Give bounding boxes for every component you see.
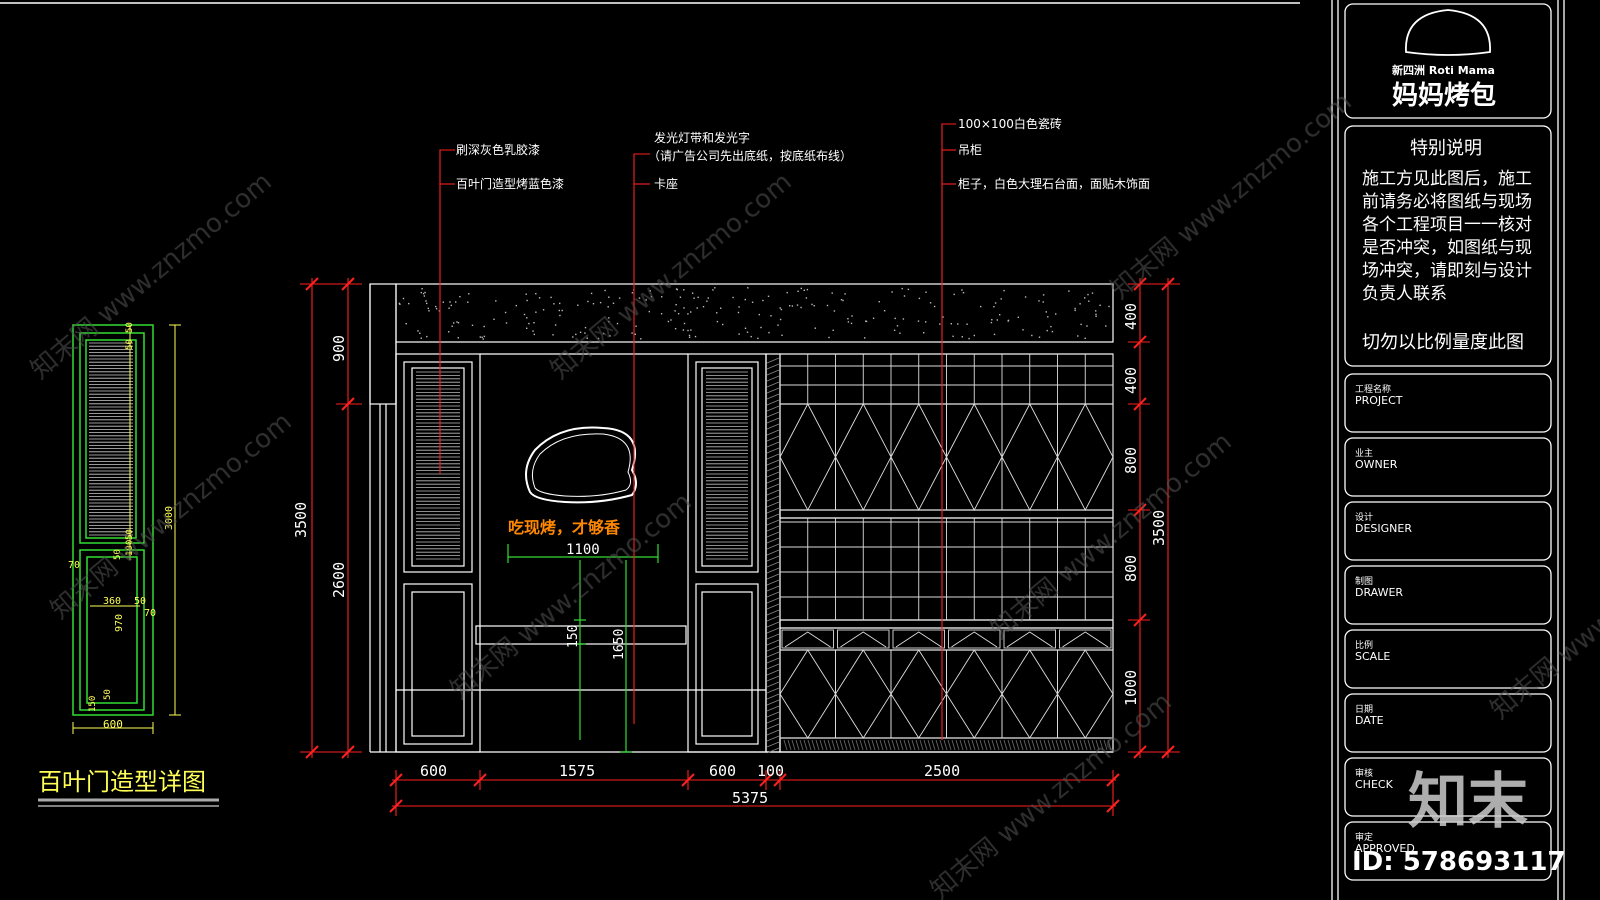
- signage-text: 吃现烤，才够香: [508, 518, 621, 537]
- notes-line: 施工方见此图后，施工: [1362, 169, 1532, 189]
- field-box: [1344, 373, 1552, 433]
- title-block-frame: [1331, 0, 1565, 900]
- notes-line: 各个工程项目一一核对: [1362, 215, 1532, 235]
- door-bottom-a-dim: 150: [88, 696, 98, 712]
- watermark-id: ID: 578693117: [1352, 847, 1566, 877]
- dimension-texts: 900 2600 3500 400 400 800 800 1000 3500 …: [292, 303, 1168, 807]
- field-box: [1344, 629, 1552, 689]
- brand-cn: 妈妈烤包: [1392, 80, 1496, 111]
- field-label-en: DESIGNER: [1355, 522, 1412, 535]
- note-louver-paint: 百叶门造型烤蓝色漆: [456, 176, 564, 191]
- note-ad-company: （请广告公司先出底纸，按底纸布线）: [648, 148, 852, 163]
- notes-line: 场冲突，请即刻与设计: [1362, 261, 1532, 281]
- tile-and-cabinet-grid: [779, 354, 1114, 751]
- annotation-texts: 刷深灰色乳胶漆 百叶门造型烤蓝色漆 发光灯带和发光字 （请广告公司先出底纸，按底…: [456, 116, 1150, 191]
- door-side-b-dim: 70: [144, 608, 156, 619]
- note-tile: 100×100白色瓷砖: [958, 116, 1062, 131]
- dim-right-1000: 1000: [1122, 670, 1140, 706]
- field-label-en: DRAWER: [1355, 586, 1403, 599]
- dimension-lines: [300, 277, 1180, 816]
- dim-bottom-600b: 600: [709, 762, 736, 780]
- field-box: [1344, 693, 1552, 753]
- ceiling-speckle-hatch: [398, 287, 1110, 340]
- dim-bottom-1575: 1575: [559, 762, 595, 780]
- dim-left-3500: 3500: [292, 502, 310, 538]
- field-label-en: APPROVED: [1355, 842, 1415, 855]
- notes-line: 是否冲突，如图纸与现: [1362, 238, 1532, 258]
- door-mid-dim: 100: [125, 540, 135, 556]
- field-label-cn: 日期: [1355, 704, 1373, 715]
- field-box: [1344, 757, 1552, 817]
- field-label-cn: 业主: [1355, 447, 1373, 459]
- field-box: [1344, 437, 1552, 497]
- dim-bottom-2500: 2500: [924, 762, 960, 780]
- note-light-strip: 发光灯带和发光字: [654, 130, 750, 145]
- door-top-b-dim: 50: [125, 339, 135, 350]
- sign-height-dim: 1650: [612, 629, 627, 660]
- field-box: [1344, 821, 1552, 881]
- annotation-leaders: [439, 123, 956, 740]
- field-label-cn: 设计: [1355, 511, 1373, 523]
- seat-height-dim: 150: [566, 625, 581, 648]
- field-label-cn: 审核: [1355, 767, 1373, 779]
- notes-line: 前请务必将图纸与现场: [1362, 192, 1532, 212]
- door-top-a-dim: 50: [125, 322, 135, 333]
- door-lower-panel-height-dim: 970: [114, 614, 125, 632]
- field-label-en: SCALE: [1355, 650, 1390, 663]
- field-label-en: PROJECT: [1355, 394, 1403, 407]
- door-detail-dims: [72, 324, 181, 734]
- dim-bottom-100: 100: [757, 762, 784, 780]
- note-base-cabinet: 柜子，白色大理石台面，面贴木饰面: [958, 176, 1150, 191]
- dim-right-800b: 800: [1122, 555, 1140, 582]
- door-bottom-b-dim: 50: [103, 689, 113, 700]
- logo-dome-outline: [525, 426, 637, 504]
- door-lower-panel-width-dim: 360: [103, 596, 121, 607]
- door-left-margin-dim: 70: [68, 560, 80, 571]
- brand-dome-icon: [1405, 9, 1491, 56]
- brand-line: 新四洲 Roti Mama: [1392, 63, 1495, 77]
- louver-door-detail: [72, 324, 154, 716]
- louver-slats: [89, 342, 133, 536]
- notes-line: 负责人联系: [1362, 284, 1447, 304]
- door-detail-title: 百叶门造型详图: [38, 768, 206, 796]
- field-box: [1344, 565, 1552, 625]
- dim-right-800a: 800: [1122, 447, 1140, 474]
- watermark-logo: 知末: [1408, 767, 1528, 837]
- notes-body: 施工方见此图后，施工前请务必将图纸与现场各个工程项目一一核对是否冲突，如图纸与现…: [1362, 169, 1532, 304]
- note-gray-paint: 刷深灰色乳胶漆: [456, 142, 540, 157]
- dim-right-400b: 400: [1122, 367, 1140, 394]
- dim-bottom-600a: 600: [420, 762, 447, 780]
- door-vert-dim: 50: [113, 549, 123, 560]
- field-box: [1344, 501, 1552, 561]
- field-label-en: CHECK: [1355, 778, 1394, 791]
- dim-left-900: 900: [330, 335, 348, 362]
- field-label-cn: 工程名称: [1355, 383, 1391, 395]
- note-booth: 卡座: [654, 176, 678, 191]
- dim-right-3500: 3500: [1150, 510, 1168, 546]
- note-wall-cabinet: 吊柜: [958, 143, 982, 157]
- inner-green-dims: [507, 544, 659, 753]
- notes-title: 特别说明: [1410, 138, 1482, 159]
- notes-scale-warning: 切勿以比例量度此图: [1362, 332, 1524, 353]
- door-side-a-dim: 50: [134, 596, 146, 607]
- dim-left-2600: 2600: [330, 562, 348, 598]
- pier-strip-hatch: [766, 357, 780, 754]
- door-gap-dim: 50: [125, 529, 135, 540]
- field-label-cn: 比例: [1355, 639, 1373, 651]
- dim-right-400a: 400: [1122, 303, 1140, 330]
- dim-total-5375: 5375: [732, 789, 768, 807]
- field-label-cn: 审定: [1355, 831, 1373, 843]
- door-width-dim: 600: [103, 718, 123, 731]
- field-label-cn: 制图: [1355, 575, 1373, 587]
- field-label-en: OWNER: [1355, 458, 1398, 471]
- door-height-dim: 3000: [164, 506, 175, 530]
- elevation-louver-slats: [416, 371, 748, 560]
- field-label-en: DATE: [1355, 714, 1384, 727]
- signage-width-dim: 1100: [566, 542, 600, 558]
